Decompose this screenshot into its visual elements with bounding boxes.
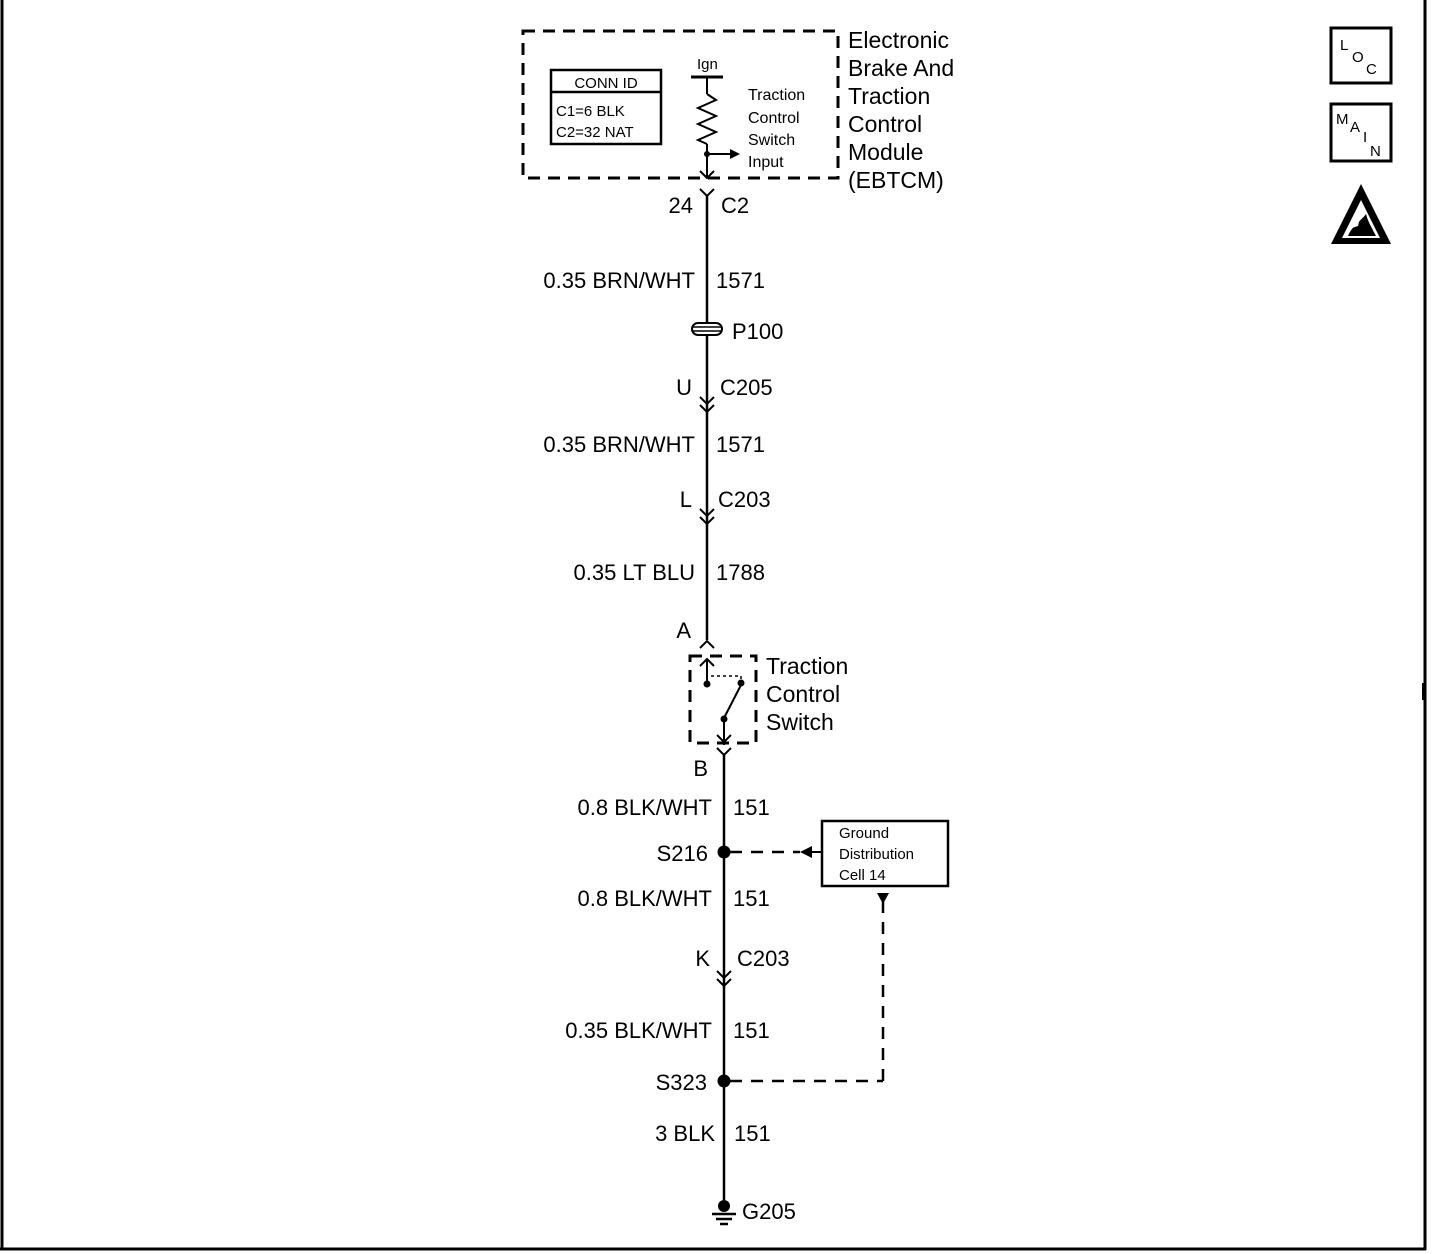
seg4-circuit: 151 (733, 795, 770, 820)
pin-l: L (680, 487, 692, 512)
main-letter-a: A (1350, 119, 1360, 136)
seg1-circuit: 1571 (716, 268, 765, 293)
main-wire (691, 188, 723, 649)
splice-s323: S323 (656, 1070, 707, 1095)
lower-wire (712, 755, 889, 1226)
c205-connector (699, 396, 715, 414)
splice-s216: S216 (657, 841, 708, 866)
conn-id-row-2: C2=32 NAT (556, 124, 634, 141)
page-frame (0, 0, 1427, 1251)
p100-passthrough (691, 322, 723, 336)
seg7-gauge: 3 BLK (655, 1121, 715, 1146)
seg4-gauge: 0.8 BLK/WHT (578, 795, 712, 820)
main-letter-n: N (1370, 143, 1381, 160)
conn-c205: C205 (720, 375, 773, 400)
loc-letter-o: O (1352, 49, 1364, 66)
s323-splice-dot (717, 1074, 731, 1088)
s216-splice-dot (717, 845, 731, 859)
switch-label-3: Switch (766, 709, 834, 735)
input-label-3: Switch (748, 132, 795, 149)
ground-icon (712, 1200, 736, 1226)
seg3-gauge: 0.35 LT BLU (574, 560, 695, 585)
main-button[interactable]: M A I N (1329, 102, 1393, 163)
loc-letter-l: L (1340, 37, 1348, 54)
ground-ref-line-2: Distribution (839, 846, 914, 863)
switch-label-2: Control (766, 681, 840, 707)
conn-c203-bottom: C203 (737, 946, 790, 971)
traction-control-switch (688, 654, 758, 757)
switch-label-1: Traction (766, 653, 848, 679)
loc-button[interactable]: L O C (1329, 26, 1393, 85)
conn-c203-top: C203 (718, 487, 771, 512)
module-name-6: (EBTCM) (848, 167, 944, 193)
pin-b: B (693, 756, 708, 781)
module-name-2: Brake And (848, 55, 954, 81)
pin-k: K (695, 946, 710, 971)
ground-ref-line-3: Cell 14 (839, 867, 886, 884)
module-name-4: Control (848, 111, 922, 137)
module-name-3: Traction (848, 83, 930, 109)
ground-distribution-ref[interactable]: Ground Distribution Cell 14 (820, 819, 950, 888)
pin-u: U (676, 375, 692, 400)
c203-top-connector (699, 508, 715, 526)
esd-warning-icon (1331, 184, 1391, 244)
pin-a: A (676, 618, 691, 643)
conn-c2: C2 (721, 193, 749, 218)
seg1-gauge: 0.35 BRN/WHT (543, 268, 695, 293)
input-label-4: Input (748, 154, 784, 171)
ebtcm-module: CONN ID C1=6 BLK C2=32 NAT Ign Traction … (521, 27, 954, 193)
seg5-gauge: 0.8 BLK/WHT (578, 886, 712, 911)
splice-p100: P100 (732, 319, 783, 344)
conn-id-row-1: C1=6 BLK (556, 103, 625, 120)
seg6-circuit: 151 (733, 1018, 770, 1043)
ground-g205: G205 (742, 1199, 796, 1224)
seg6-gauge: 0.35 BLK/WHT (565, 1018, 712, 1043)
seg5-circuit: 151 (733, 886, 770, 911)
main-letter-m: M (1336, 111, 1349, 128)
seg3-circuit: 1788 (716, 560, 765, 585)
pullup-resistor: Ign (691, 56, 740, 180)
module-name-1: Electronic (848, 27, 949, 53)
main-letter-i: I (1363, 129, 1367, 146)
ground-ref-line-1: Ground (839, 825, 889, 842)
seg7-circuit: 151 (734, 1121, 771, 1146)
seg2-circuit: 1571 (716, 432, 765, 457)
ign-label: Ign (697, 56, 718, 73)
wire-labels: 24 C2 0.35 BRN/WHT 1571 P100 U C205 0.35… (543, 193, 795, 1224)
seg2-gauge: 0.35 BRN/WHT (543, 432, 695, 457)
loc-letter-c: C (1366, 61, 1377, 78)
conn-id-box: CONN ID C1=6 BLK C2=32 NAT (549, 68, 663, 146)
input-label-1: Traction (748, 87, 805, 104)
module-name-5: Module (848, 139, 923, 165)
pin-24: 24 (669, 193, 693, 218)
c203-bottom-connector (716, 970, 732, 988)
input-label-2: Control (748, 110, 800, 127)
conn-id-title: CONN ID (574, 75, 638, 92)
